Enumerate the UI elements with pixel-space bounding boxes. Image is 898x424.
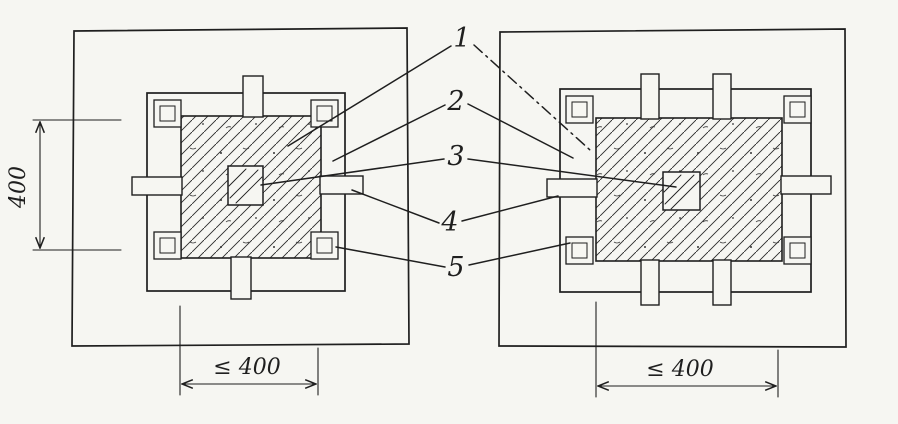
right-tab-bottom-1 <box>640 259 660 306</box>
callout-5-leader-left <box>335 246 446 268</box>
right-tab-top-2 <box>712 73 732 120</box>
dim-left-width-label: ≤ 400 <box>213 355 280 380</box>
callout-1-label: 1 <box>453 23 470 54</box>
callout-1-leader-left <box>287 45 452 147</box>
right-corner-clip-bl <box>565 236 594 265</box>
callout-3-leader-right <box>467 158 677 188</box>
dimension-labels: 400 ≤ 400 ≤ 400 <box>6 166 714 382</box>
callout-3-label: 3 <box>447 141 464 172</box>
callout-1-leader-right <box>473 44 591 151</box>
right-tab-left <box>546 178 598 198</box>
left-corner-clip-tr <box>310 99 339 128</box>
callout-2-leader-left <box>332 104 446 162</box>
callout-4-leader-left <box>351 189 440 224</box>
callout-4-leader-right <box>461 195 559 222</box>
right-view <box>498 28 847 348</box>
callout-5-label: 5 <box>447 252 464 283</box>
left-corner-clip-br <box>310 231 339 260</box>
right-base-plate <box>498 28 847 348</box>
callout-4-label: 4 <box>440 207 458 238</box>
left-center-plate <box>227 165 264 206</box>
right-center-plate <box>662 171 701 211</box>
callout-labels: 1 2 3 4 5 <box>440 23 470 283</box>
left-tab-left <box>131 176 183 196</box>
dimension-lines <box>32 119 779 398</box>
right-tab-bottom-2 <box>712 259 732 306</box>
callout-3-leader-left <box>260 158 445 186</box>
right-corner-clip-tl <box>565 95 594 124</box>
dim-right-width-label: ≤ 400 <box>646 357 713 382</box>
left-base-plate <box>71 27 410 347</box>
left-corner-clip-tl <box>153 99 182 128</box>
left-corner-clip-bl <box>153 231 182 260</box>
right-corner-clip-br <box>783 236 812 265</box>
callout-2-label: 2 <box>446 86 464 117</box>
left-tab-top <box>242 75 264 118</box>
callout-leaders <box>260 44 677 268</box>
right-tab-right <box>780 175 832 195</box>
left-view <box>71 27 410 347</box>
dim-height-label: 400 <box>6 166 31 209</box>
right-tab-top-1 <box>640 73 660 120</box>
right-corner-clip-tr <box>783 95 812 124</box>
callout-5-leader-right <box>468 242 571 266</box>
left-tab-bottom <box>230 256 252 300</box>
callout-2-leader-right <box>467 103 574 159</box>
